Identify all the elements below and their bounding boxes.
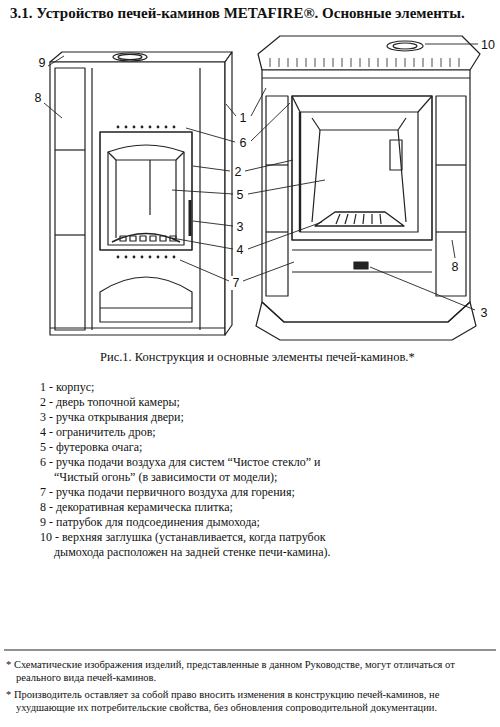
parts-list-item-holder: 8 - декоративная керамическа плитка;: [40, 500, 345, 515]
callout-number-holder: 2: [233, 165, 244, 179]
parts-list-item: 6 - ручка подачи воздуха для систем “Чис…: [40, 455, 345, 485]
callout-number-holder: 6: [238, 136, 249, 150]
callout-number: 1: [238, 111, 249, 125]
parts-list-item-holder: 2 - дверь топочной камеры;: [40, 395, 345, 410]
callout-number: 8: [450, 260, 461, 274]
callout-number-holder: 5: [235, 188, 246, 202]
leader-lines: [44, 44, 478, 310]
parts-list-item-holder: 7 - ручка подачи первичного воздуха для …: [40, 485, 345, 500]
parts-list-item-holder: 6 - ручка подачи воздуха для систем “Чис…: [40, 455, 345, 485]
parts-list-item-holder: 5 - футеровка очага;: [40, 440, 345, 455]
callout-number: 5: [235, 188, 246, 202]
parts-list-item: 9 - патрубок для подсоединения дымохода;: [40, 515, 345, 530]
parts-list-item-holder: 4 - ограничитель дров;: [40, 425, 345, 440]
footnote-holder: * Производитель оставляет за собой право…: [6, 688, 492, 714]
parts-list-item: 10 - верхняя заглушка (устанавливается, …: [40, 530, 345, 560]
callout-number-holder: 3: [479, 306, 490, 320]
callout-number: 6: [238, 136, 249, 150]
parts-list-item: 4 - ограничитель дров;: [40, 425, 345, 440]
parts-list-item: 7 - ручка подачи первичного воздуха для …: [40, 485, 345, 500]
callout-number: 3: [479, 306, 490, 320]
callout-number: 8: [33, 91, 44, 105]
callout-number-holder: 3: [235, 220, 246, 234]
parts-list-item-holder: 3 - ручка открывания двери;: [40, 410, 345, 425]
callout-number-holder: 9: [37, 56, 48, 70]
callout-number-holder: 10: [479, 38, 497, 52]
parts-list-item: 3 - ручка открывания двери;: [40, 410, 345, 425]
footnote: * Производитель оставляет за собой право…: [6, 688, 492, 714]
footnote-holder: * Схематические изображения изделий, пре…: [6, 658, 492, 684]
page-title-holder: 3.1. Устройство печей-каминов METAFIRE®.…: [10, 4, 494, 22]
parts-list-item-holder: 10 - верхняя заглушка (устанавливается, …: [40, 530, 345, 560]
parts-list-item-holder: 9 - патрубок для подсоединения дымохода;: [40, 515, 345, 530]
figure-caption-holder: Рис.1. Конструкция и основные элементы п…: [100, 350, 490, 365]
callout-number: 3: [235, 220, 246, 234]
right-stove: [256, 36, 480, 340]
page-title: 3.1. Устройство печей-каминов METAFIRE®.…: [10, 4, 494, 22]
parts-list-item: 2 - дверь топочной камеры;: [40, 395, 345, 410]
parts-list-item: 1 - корпус;: [40, 380, 345, 395]
parts-list-item: 8 - декоративная керамическа плитка;: [40, 500, 345, 515]
callout-number: 7: [231, 276, 242, 290]
callout-number-holder: 1: [238, 111, 249, 125]
callout-number-holder: 8: [450, 260, 461, 274]
footnote-rule: [4, 650, 496, 651]
callout-number: 4: [235, 243, 246, 257]
callout-number: 2: [233, 165, 244, 179]
callout-number: 10: [479, 38, 497, 52]
parts-list-item: 5 - футеровка очага;: [40, 440, 345, 455]
callout-number-holder: 8: [33, 91, 44, 105]
footnote: * Схематические изображения изделий, пре…: [6, 658, 492, 684]
left-stove: [50, 52, 232, 335]
figure-caption: Рис.1. Конструкция и основные элементы п…: [100, 350, 490, 365]
callout-number-holder: 7: [231, 276, 242, 290]
callout-number-holder: 4: [235, 243, 246, 257]
callout-number: 9: [37, 56, 48, 70]
parts-list-item-holder: 1 - корпус;: [40, 380, 345, 395]
